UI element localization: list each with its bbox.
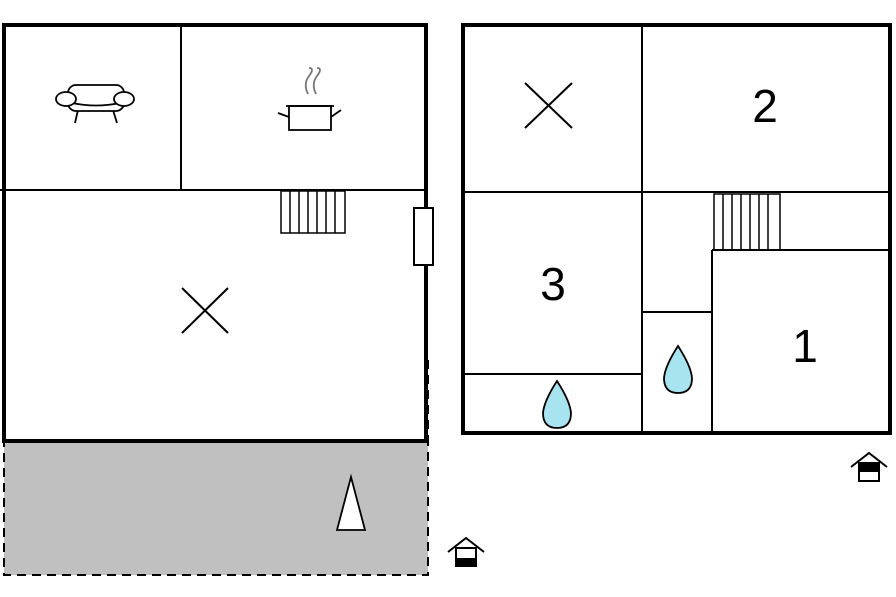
ground-floor-outline <box>2 23 428 443</box>
stairs-icon <box>280 190 346 234</box>
cooking-pot-icon <box>277 67 342 131</box>
water-drop-icon <box>663 344 693 394</box>
cross-icon <box>524 82 573 129</box>
terrace-area <box>3 440 429 576</box>
water-drop-icon <box>542 379 572 429</box>
sofa-icon <box>55 84 135 124</box>
tent-icon <box>335 473 367 531</box>
ground-floor <box>0 23 485 576</box>
side-door <box>413 207 434 266</box>
cross-icon <box>181 287 229 334</box>
upper-floor-outline <box>461 23 892 435</box>
bedroom-number-3: 3 <box>540 258 566 310</box>
stairs-icon <box>713 193 781 251</box>
bedroom-number-2: 2 <box>752 80 778 132</box>
upper-floor: 2 3 1 <box>461 23 892 482</box>
bedroom-number-1: 1 <box>792 320 818 372</box>
entrance-house-icon <box>447 536 485 567</box>
entrance-house-icon <box>850 451 888 482</box>
